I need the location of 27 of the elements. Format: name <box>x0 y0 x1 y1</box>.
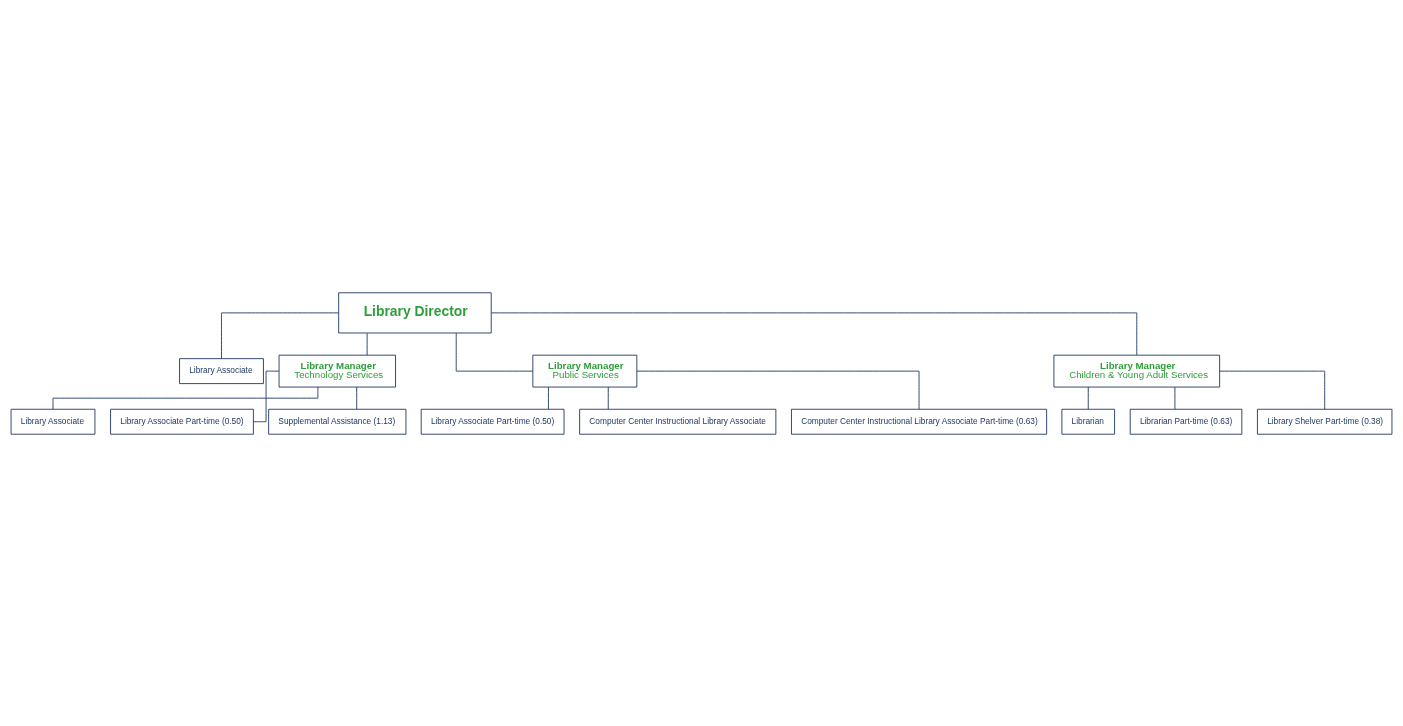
node-box: Library Associate Part-time (0.50) <box>110 408 254 435</box>
node-box: Library Associate Part-time (0.50) <box>420 408 565 435</box>
connector <box>1087 386 1089 409</box>
node-box: Library Associate <box>179 357 264 384</box>
connector <box>356 386 358 409</box>
connector <box>253 370 280 422</box>
node-box: Library Shelver Part-time (0.38) <box>1257 408 1393 435</box>
node-box: Library Associate <box>10 408 96 435</box>
connector <box>455 332 534 372</box>
node-box: Librarian <box>1061 408 1116 435</box>
node-box: Library Director <box>338 291 492 333</box>
node-box: Library Manager Technology Services <box>278 354 396 388</box>
node-box: Supplemental Assistance (1.13) <box>268 408 407 435</box>
connector <box>52 386 319 410</box>
connector <box>1219 370 1326 410</box>
node-box: Library Manager Public Services <box>532 354 638 388</box>
connector <box>221 311 339 359</box>
node-box: Library Manager Children & Young Adult Services <box>1053 354 1221 388</box>
connector <box>636 370 920 410</box>
node-box: Computer Center Instructional Library Associate Part-time (0.63) <box>791 408 1048 435</box>
connector <box>1174 386 1176 409</box>
connector <box>366 332 368 356</box>
connector <box>607 386 609 409</box>
node-box: Librarian Part-time (0.63) <box>1129 408 1243 435</box>
connector <box>547 386 549 409</box>
node-box: Computer Center Instructional Library Associate <box>579 408 777 435</box>
connector <box>491 311 1138 355</box>
